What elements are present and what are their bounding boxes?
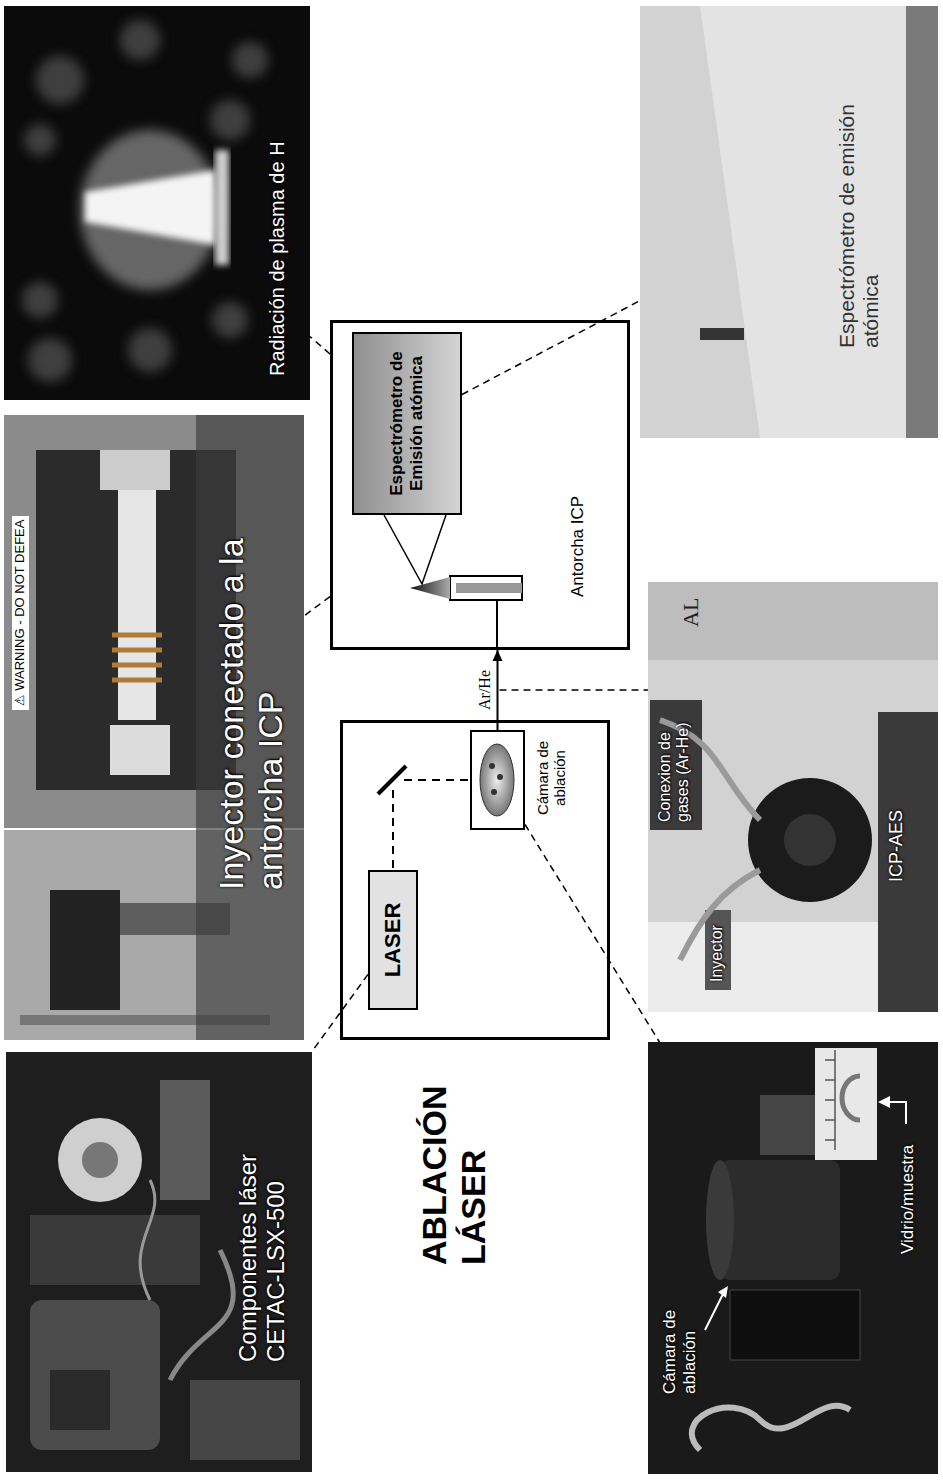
connector-line: [497, 650, 499, 730]
photo-label: Antorcha ICP: [568, 496, 588, 597]
photo-label: Inyector: [708, 925, 726, 982]
ablation-box: ABLACIÓN LÁSERLASERCámara de ablación: [340, 720, 610, 1040]
injector-photo: [4, 415, 304, 1040]
photo-label: Vidrio/muestra: [898, 1145, 918, 1254]
dashed-leader: [310, 337, 330, 354]
box-label: Espectrómetro de Emisión atómica: [387, 340, 426, 507]
photo-label: Cámara de ablación: [534, 713, 569, 843]
photo-label: ⚠ WARNING - DO NOT DEFEA: [12, 516, 29, 710]
connector-line: [525, 824, 659, 1042]
injector-connection-photo: [648, 582, 938, 1012]
connection-photo-panel: Conexion de gases (Ar-He) Inyector ICP-AES…: [648, 582, 938, 1012]
dashed-leader: [304, 597, 330, 616]
photo-label: Cámara de ablación: [660, 1264, 699, 1394]
photo-label: ABLACIÓN LÁSER: [415, 1060, 493, 1265]
injector-photo-panel: Inyector conectado a la antorcha ICP ⚠ WA…: [4, 415, 304, 1040]
dashed-leader: [462, 301, 640, 395]
dashed-leader: [500, 689, 649, 691]
laser-beam: [378, 744, 514, 868]
photo-label: Conexion de gases (Ar-He): [656, 692, 693, 822]
edge-label: Ar/He: [476, 668, 494, 712]
chamber-photo-panel: Cámara de ablación Vidrio/muestra: [648, 1042, 938, 1474]
connector-line: [304, 597, 330, 616]
laser-photo-panel: Componentes láser CETAC-LSX-500: [6, 1052, 312, 1472]
photo-label: Radiación de plasma de H: [266, 141, 289, 376]
connector-line: [310, 337, 330, 354]
photo-label: Componentes láser CETAC-LSX-500: [234, 1062, 289, 1362]
arrow-head: [493, 650, 503, 661]
spectrometer-box: Espectrómetro de Emisión atómica: [352, 332, 462, 515]
spectrometer-photo: [640, 6, 938, 438]
laser-photo: [6, 1052, 312, 1472]
spectrometer-photo-panel: Espectrómetro de emisión atómica: [640, 6, 938, 438]
plasma-photo-panel: Radiación de plasma de H: [4, 6, 310, 400]
laser-box: LASER: [368, 870, 418, 1010]
ablation-chamber-box: Cámara de ablación: [470, 730, 525, 830]
box-label: LASER: [380, 903, 405, 978]
plasma-photo: [4, 6, 310, 400]
photo-label: Inyector conectado a la antorcha ICP: [212, 420, 290, 890]
connector-line: [462, 301, 640, 395]
icp-torch-box: Antorcha ICP Espectrómetro de Emisión ató…: [330, 320, 630, 650]
chamber-photo: [648, 1042, 938, 1474]
photo-label: AL: [678, 598, 703, 627]
icp-torch: [384, 515, 522, 647]
photo-label: Espectrómetro de emisión atómica: [835, 48, 883, 348]
photo-label: ICP-AES: [886, 810, 907, 882]
dashed-leader: [525, 824, 659, 1042]
